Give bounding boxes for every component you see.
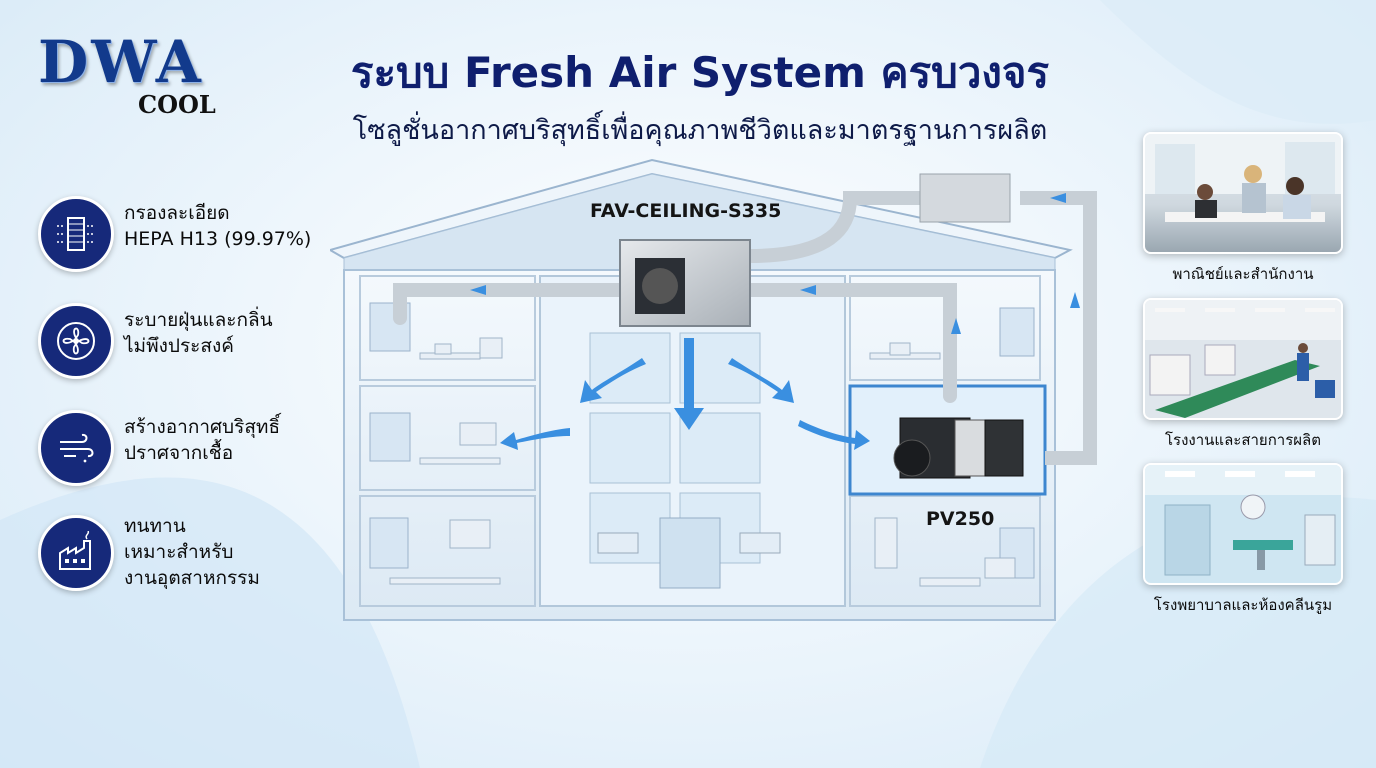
feature-hepa-text: กรองละเอียด HEPA H13 (99.97%) <box>124 202 312 250</box>
ceiling-unit-label: FAV-CEILING-S335 <box>590 200 782 222</box>
factory-line-photo <box>1143 298 1343 420</box>
application-card-factory: โรงงานและสายการผลิต <box>1143 298 1343 452</box>
hospital-room-photo <box>1143 463 1343 585</box>
logo-main-text: DWA <box>38 28 204 96</box>
office-photo <box>1143 132 1343 254</box>
feature-dust: ระบายฝุ่นและกลิ่น ไม่พึงประสงค์ <box>38 303 328 379</box>
application-card-office: พาณิชย์และสำนักงาน <box>1143 132 1343 286</box>
application-label-factory: โรงงานและสายการผลิต <box>1164 431 1321 449</box>
hepa-filter-icon <box>38 196 114 272</box>
page-title: ระบบ Fresh Air System ครบวงจร <box>350 48 1050 97</box>
page-subtitle: โซลูชั่นอากาศบริสุทธิ์เพื่อคุณภาพชีวิตแล… <box>352 115 1048 146</box>
feature-industrial: ทนทาน เหมาะสำหรับ งานอุตสาหกรรม <box>38 515 328 591</box>
wind-icon <box>38 410 114 486</box>
feature-fresh-air-text: สร้างอากาศบริสุทธิ์ ปราศจากเชื้อ <box>124 416 281 464</box>
application-label-hospital: โรงพยาบาลและห้องคลีนรูม <box>1153 596 1333 614</box>
logo-sub-text: COOL <box>138 90 216 119</box>
feature-dust-text: ระบายฝุ่นและกลิ่น ไม่พึงประสงค์ <box>124 309 273 357</box>
feature-hepa: กรองละเอียด HEPA H13 (99.97%) <box>38 196 328 272</box>
inline-unit-label: PV250 <box>926 508 995 530</box>
fan-icon <box>38 303 114 379</box>
brand-logo: DWA COOL <box>38 28 248 128</box>
feature-fresh-air: สร้างอากาศบริสุทธิ์ ปราศจากเชื้อ <box>38 410 328 486</box>
building-cutaway-illustration <box>330 158 1097 621</box>
application-card-hospital: โรงพยาบาลและห้องคลีนรูม <box>1143 463 1343 617</box>
application-label-office: พาณิชย์และสำนักงาน <box>1172 265 1314 283</box>
factory-icon <box>38 515 114 591</box>
feature-industrial-text: ทนทาน เหมาะสำหรับ งานอุตสาหกรรม <box>124 515 260 589</box>
